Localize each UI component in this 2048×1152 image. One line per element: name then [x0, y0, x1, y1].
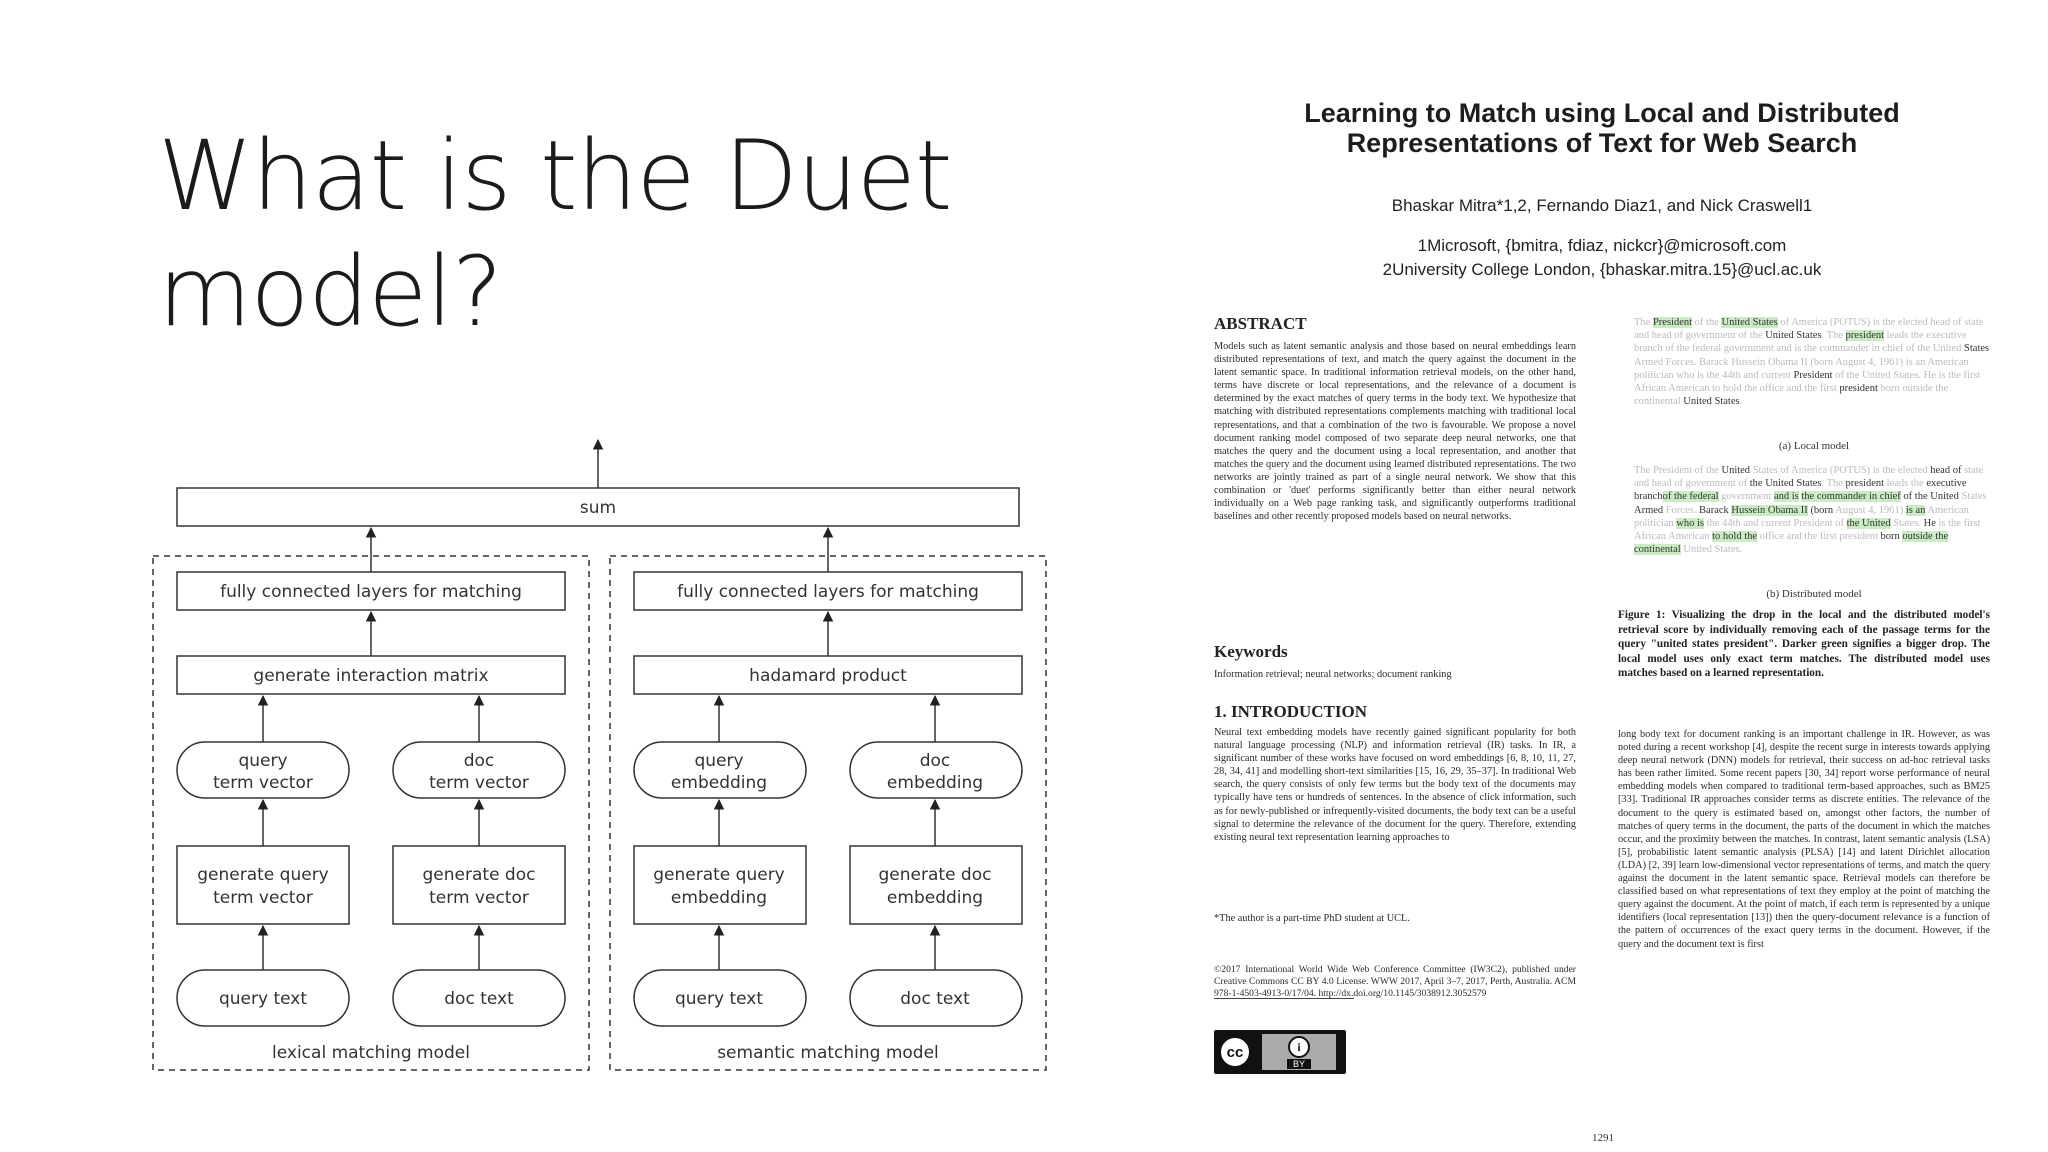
- sum-box: [176, 487, 1020, 527]
- slide-title-line2: model?: [158, 236, 503, 348]
- paper-page: Learning to Match using Local and Distri…: [1214, 92, 1990, 1152]
- semantic-query-text-label: query text: [675, 989, 763, 1009]
- semantic-doc-embedding-l2: embedding: [887, 773, 983, 793]
- semantic-doc-text: [849, 969, 1023, 1027]
- abstract-text: Models such as latent semantic analysis …: [1214, 341, 1576, 523]
- paper-title: Learning to Match using Local and Distri…: [1214, 98, 1990, 158]
- duet-architecture-diagram: sum fully connected layers for matching …: [152, 438, 1047, 1071]
- figure-distributed-caption: (b) Distributed model: [1766, 588, 1862, 600]
- semantic-group-box: [609, 555, 1047, 1071]
- lexical-fc-label: fully connected layers for matching: [220, 582, 522, 602]
- semantic-query-embedding-l1: query: [694, 751, 743, 771]
- intro-left-text: Neural text embedding models have recent…: [1214, 727, 1576, 843]
- semantic-generate-query-l2: embedding: [671, 888, 767, 908]
- copyright-text: ©2017 International World Wide Web Confe…: [1214, 964, 1576, 999]
- affiliation-1: 1Microsoft, {bmitra, fdiaz, nickcr}@micr…: [1417, 236, 1787, 255]
- creative-commons-badge: cc i BY: [1214, 1030, 1346, 1074]
- semantic-query-embedding: [633, 741, 807, 799]
- intro-right-text: long body text for document ranking is a…: [1618, 729, 1990, 950]
- semantic-generate-doc-l2: embedding: [887, 888, 983, 908]
- lexical-doc-vector-l1: doc: [464, 751, 495, 771]
- lexical-combine-label: generate interaction matrix: [253, 666, 488, 686]
- footnote-text: *The author is a part-time PhD student a…: [1214, 913, 1410, 924]
- lexical-fc-box: [176, 571, 566, 611]
- lexical-query-vector: [176, 741, 350, 799]
- lexical-query-vector-l1: query: [238, 751, 287, 771]
- lexical-group-box: [152, 555, 590, 1071]
- semantic-query-embedding-l2: embedding: [671, 773, 767, 793]
- paper-affiliations: 1Microsoft, {bmitra, fdiaz, nickcr}@micr…: [1214, 234, 1990, 282]
- by-label: BY: [1286, 1058, 1311, 1069]
- slide-title: What is the Duet model?: [158, 118, 1018, 350]
- paper-title-line2: Representations of Text for Web Search: [1346, 128, 1858, 158]
- lexical-generate-query-l1: generate query: [197, 865, 329, 885]
- lexical-doc-vector: [392, 741, 566, 799]
- lexical-doc-vector-l2: term vector: [429, 773, 529, 793]
- semantic-combine-box: [633, 655, 1023, 695]
- semantic-group-label: semantic matching model: [717, 1043, 939, 1063]
- semantic-generate-query-l1: generate query: [653, 865, 785, 885]
- affiliation-2: 2University College London, {bhaskar.mit…: [1382, 260, 1822, 279]
- semantic-doc-embedding-l1: doc: [920, 751, 951, 771]
- lexical-query-text: [176, 969, 350, 1027]
- lexical-doc-text: [392, 969, 566, 1027]
- page-number: 1291: [1592, 1132, 1614, 1144]
- figure-local-caption: (a) Local model: [1778, 440, 1850, 452]
- lexical-combine-box: [176, 655, 566, 695]
- by-icon: i BY: [1262, 1034, 1336, 1070]
- intro-heading: 1. INTRODUCTION: [1214, 702, 1368, 721]
- semantic-doc-text-label: doc text: [900, 989, 970, 1009]
- figure-1-caption: Figure 1: Visualizing the drop in the lo…: [1618, 609, 1990, 679]
- lexical-query-vector-l2: term vector: [213, 773, 313, 793]
- cc-icon: cc: [1218, 1035, 1252, 1069]
- semantic-fc-label: fully connected layers for matching: [677, 582, 979, 602]
- lexical-generate-query: [176, 845, 350, 925]
- paper-title-line1: Learning to Match using Local and Distri…: [1304, 98, 1900, 128]
- semantic-combine-label: hadamard product: [749, 666, 907, 686]
- figure-local-passage: The President of the United States of Am…: [1634, 317, 1990, 408]
- semantic-generate-doc: [849, 845, 1023, 925]
- lexical-generate-query-l2: term vector: [213, 888, 313, 908]
- lexical-doc-text-label: doc text: [444, 989, 514, 1009]
- semantic-query-text: [633, 969, 807, 1027]
- footnote-rule: [1214, 998, 1354, 999]
- semantic-generate-doc-l1: generate doc: [879, 865, 992, 885]
- lexical-query-text-label: query text: [219, 989, 307, 1009]
- keywords-text: Information retrieval; neural networks; …: [1214, 669, 1452, 680]
- keywords-heading: Keywords: [1214, 642, 1288, 661]
- semantic-generate-query: [633, 845, 807, 925]
- lexical-generate-doc: [392, 845, 566, 925]
- lexical-group-label: lexical matching model: [272, 1043, 470, 1063]
- lexical-generate-doc-l1: generate doc: [423, 865, 536, 885]
- lexical-generate-doc-l2: term vector: [429, 888, 529, 908]
- person-icon: i: [1288, 1035, 1310, 1058]
- semantic-fc-box: [633, 571, 1023, 611]
- abstract-heading: ABSTRACT: [1214, 314, 1307, 333]
- semantic-doc-embedding: [849, 741, 1023, 799]
- figure-distributed-passage: The President of the United States of Am…: [1634, 465, 1987, 556]
- slide-title-line1: What is the Duet: [158, 120, 952, 232]
- sum-label: sum: [580, 498, 616, 518]
- paper-authors: Bhaskar Mitra*1,2, Fernando Diaz1, and N…: [1391, 196, 1813, 215]
